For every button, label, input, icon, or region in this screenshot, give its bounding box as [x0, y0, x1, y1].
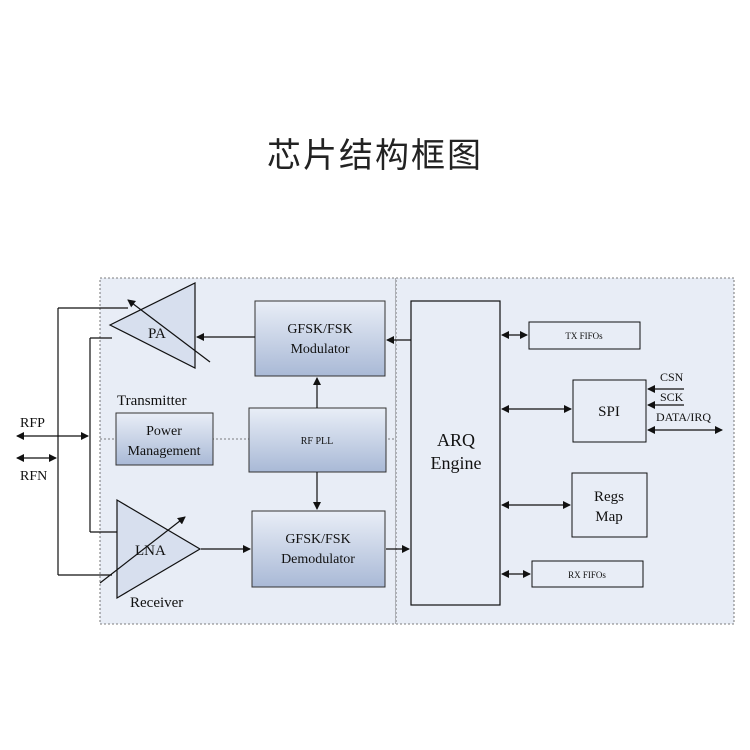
receiver-label: Receiver [130, 595, 183, 611]
regs-map-line1: Regs [594, 489, 624, 505]
lna-label: LNA [135, 543, 166, 559]
lna-amplifier [116, 498, 202, 600]
arq-engine-line2: Engine [431, 453, 482, 473]
power-management-line1: Power [146, 424, 182, 439]
pin-rfp: RFP [20, 416, 45, 431]
diagram-title: 芯片结构框图 [267, 136, 483, 176]
modulator-line1: GFSK/FSK [287, 322, 352, 337]
power-management-block [115, 412, 214, 466]
demodulator-line2: Demodulator [281, 552, 355, 567]
rx-fifos-label: RX FIFOs [568, 570, 606, 580]
pa-tuning-arrow [127, 299, 211, 363]
arq-engine-block [410, 300, 501, 606]
regs-map-block [571, 472, 648, 538]
modulator-line2: Modulator [290, 342, 349, 357]
tx-fifos-label: TX FIFOs [565, 331, 603, 341]
lna-tuning-arrow [99, 516, 186, 584]
regs-map-line2: Map [595, 509, 623, 525]
rx-fifos-block [531, 560, 644, 588]
pa-amplifier [108, 282, 196, 369]
spi-label: SPI [598, 404, 620, 420]
power-management-line2: Management [127, 444, 200, 459]
pin-rfn: RFN [20, 469, 47, 484]
transmitter-label: Transmitter [117, 393, 186, 409]
demodulator-block [251, 510, 386, 588]
pa-label: PA [148, 326, 166, 342]
arq-engine-line1: ARQ [437, 430, 475, 450]
spi-block [572, 379, 647, 443]
modulator-block [254, 300, 386, 377]
rf-pll-label: RF PLL [301, 436, 334, 447]
pin-sck: SCK [660, 390, 684, 404]
tx-fifos-block [528, 321, 641, 350]
pin-csn: CSN [660, 370, 684, 384]
pin-data-irq: DATA/IRQ [656, 410, 711, 424]
demodulator-line1: GFSK/FSK [285, 532, 350, 547]
